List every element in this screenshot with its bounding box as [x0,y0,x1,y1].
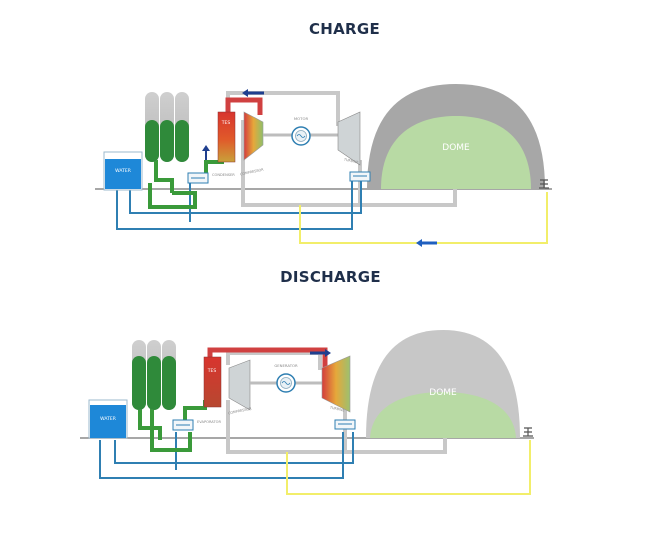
charge-red-pipe [225,97,263,115]
charge-arrow-up-icon [202,145,210,160]
discharge-compressor-label: COMPRESSOR [228,406,253,415]
charge-motor-label: MOTOR [294,116,309,121]
charge-water-label: WATER [115,168,131,174]
discharge-tes-label: TES [207,368,217,374]
discharge-water-label: WATER [100,416,116,422]
charge-yellow-pipe [299,192,548,244]
discharge-generator-label: GENERATOR [274,363,298,368]
charge-arrow-left-icon [242,89,264,97]
charge-water-tank: WATER [103,151,143,191]
discharge-evaporator-label: EVAPORATOR [197,420,222,424]
charge-title: CHARGE [308,20,381,38]
charge-heat-exchanger [349,171,371,182]
discharge-compressor: COMPRESSOR [228,359,253,415]
charge-turbine: TURBINE [337,111,361,166]
charge-blue-pipes [116,180,362,230]
charge-compressor: COMPRESSOR [240,111,265,176]
discharge-water-tank: WATER [88,399,128,439]
charge-arrow-left-icon-2 [416,239,437,247]
discharge-storage-tanks [132,340,176,410]
discharge-arrow-right-icon [310,349,331,357]
charge-dome: DOME [367,84,549,189]
charge-tes-label: TES [221,120,231,126]
discharge-heat-exchanger [334,419,356,430]
discharge-diagram: DOME WAT [80,330,534,495]
charge-compressor-label: COMPRESSOR [240,167,265,176]
charge-turbine-label: TURBINE [343,157,359,164]
discharge-generator: GENERATOR [274,363,298,393]
discharge-turbine: TURBINE [321,355,351,413]
discharge-tes: TES [203,356,222,408]
charge-condenser-label: CONDENSER [212,173,235,177]
charge-motor: MOTOR [291,116,311,146]
discharge-dome-label: DOME [429,388,457,398]
discharge-yellow-pipe [286,440,531,495]
charge-dome-label: DOME [442,143,470,153]
discharge-turbine-label: TURBINE [329,405,345,412]
charge-storage-tanks [145,92,189,162]
charge-diagram: DOME WAT [95,84,552,247]
discharge-title: DISCHARGE [280,268,381,286]
discharge-evaporator: EVAPORATOR [172,419,222,431]
charge-valve-icon [539,179,549,189]
discharge-red-pipe [207,347,328,368]
charge-tes: TES [217,111,236,163]
charge-condenser: CONDENSER [187,172,235,184]
discharge-valve-icon [523,427,533,437]
discharge-dome: DOME [366,330,533,438]
